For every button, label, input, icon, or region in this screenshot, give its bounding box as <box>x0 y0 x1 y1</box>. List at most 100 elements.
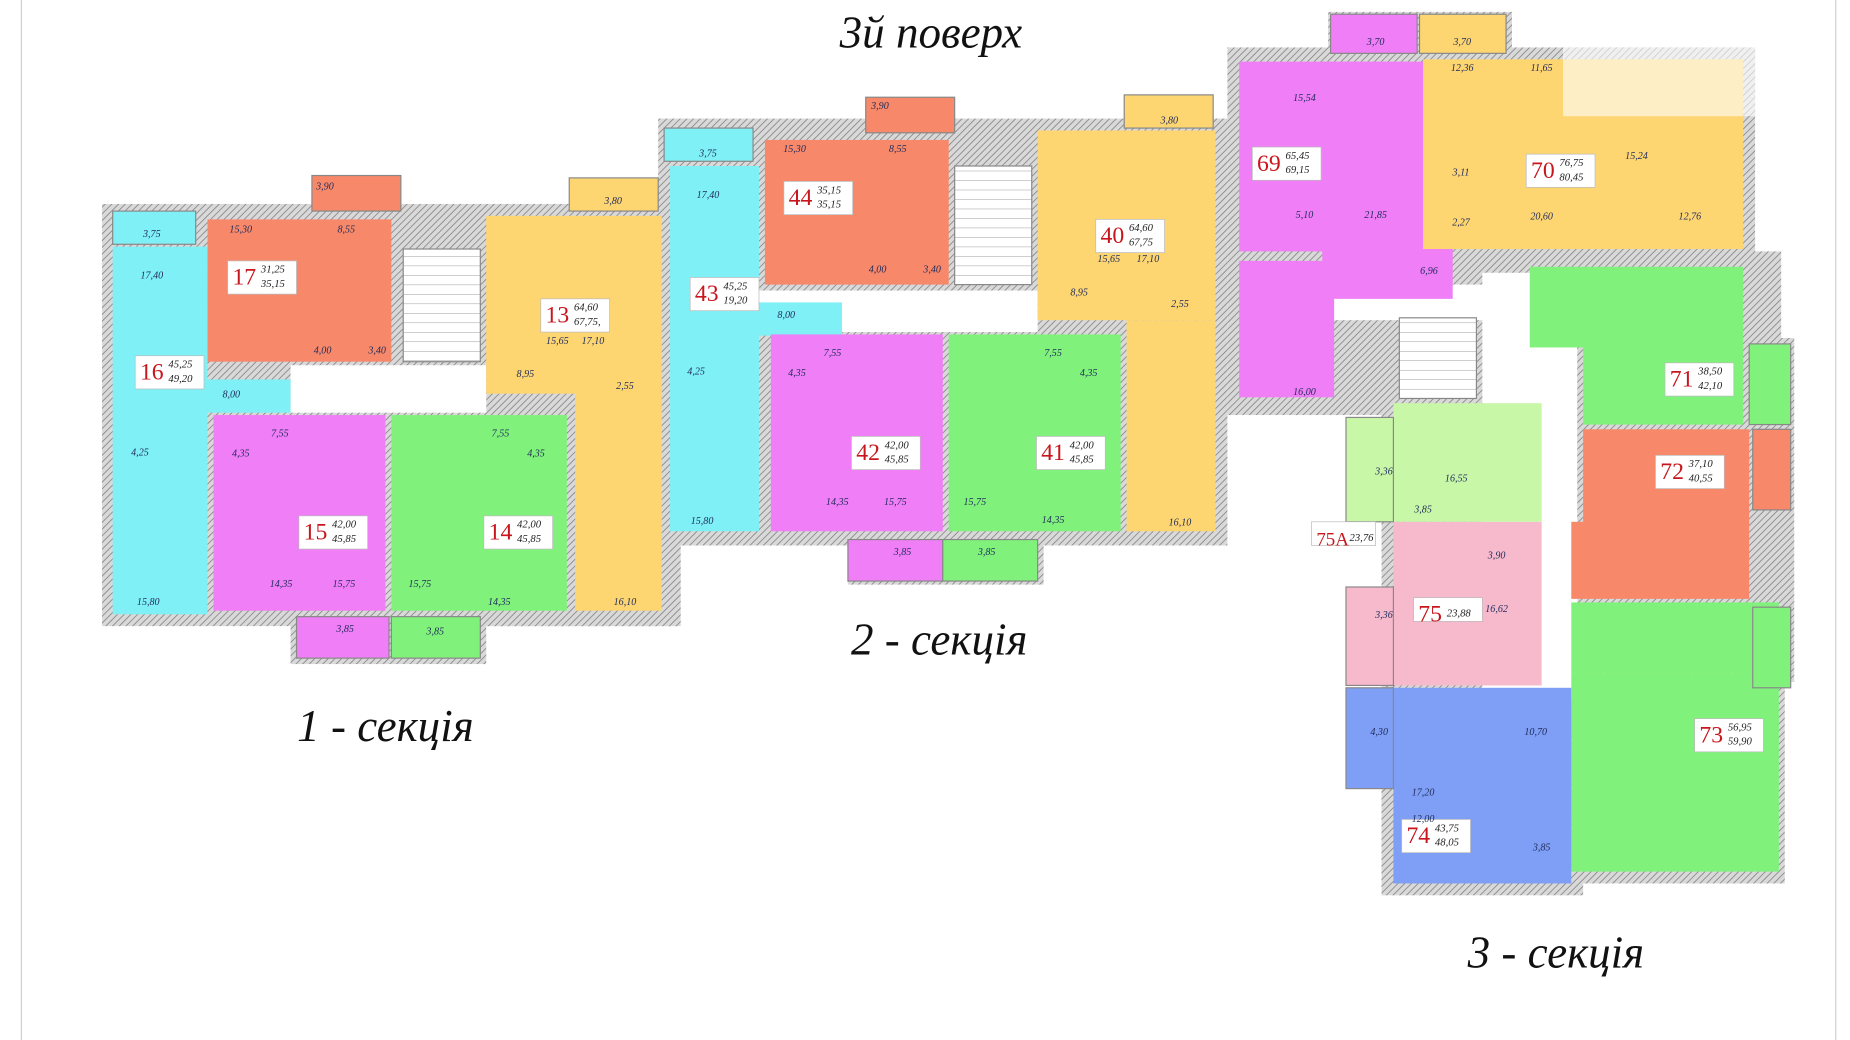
room-area: 15,75 <box>963 497 986 508</box>
apartment-total-area: 67,75 <box>1129 236 1154 248</box>
room-area: 3,75 <box>698 149 717 160</box>
apartment-15[interactable] <box>213 415 390 659</box>
apartment-14[interactable] <box>390 415 567 659</box>
apartment-total-area: 42,10 <box>1698 380 1723 392</box>
apartment-75A[interactable] <box>1345 403 1542 523</box>
room-area: 16,10 <box>614 597 637 608</box>
apartment-living-area: 45,25 <box>168 359 193 371</box>
apartment-16[interactable] <box>112 210 291 615</box>
room-area: 3,11 <box>1452 168 1470 179</box>
apartment-number: 75A <box>1316 529 1349 550</box>
apartment-total-area: 67,75, <box>574 316 601 328</box>
balcony <box>1345 687 1395 790</box>
room-area: 5,10 <box>1296 210 1314 221</box>
apartment-area <box>1571 521 1750 599</box>
apartment-total-area: 45,85 <box>517 533 542 545</box>
apartment-living-area: 64,60 <box>574 302 599 314</box>
apartment-40[interactable] <box>1037 94 1216 532</box>
room-area: 2,27 <box>1452 217 1471 228</box>
apartment-living-area: 56,95 <box>1728 721 1753 733</box>
room-area: 3,36 <box>1374 610 1393 621</box>
balcony <box>942 538 1039 582</box>
apartment-area <box>1393 687 1572 884</box>
room-area: 7,55 <box>1044 348 1062 359</box>
apartment-label-box <box>1655 455 1725 489</box>
apartment-42[interactable] <box>770 334 944 582</box>
apartment-number: 73 <box>1699 722 1723 748</box>
apartment-71[interactable] <box>1529 266 1792 426</box>
apartment-73[interactable] <box>1571 602 1792 872</box>
balcony <box>865 96 956 134</box>
apartment-area <box>213 415 386 611</box>
balcony <box>1329 13 1418 54</box>
room-area: 3,40 <box>367 345 386 356</box>
apartment-area <box>391 415 567 611</box>
apartment-number: 41 <box>1041 440 1065 466</box>
balcony <box>663 127 754 162</box>
apartment-living-area: 76,75 <box>1559 157 1584 169</box>
room-area: 16,10 <box>1169 517 1192 528</box>
balcony <box>1123 94 1214 129</box>
room-area: 4,35 <box>232 449 250 460</box>
apartment-label-box <box>298 515 369 550</box>
watermark-logo <box>1562 47 1756 117</box>
room-area: 8,55 <box>337 224 355 235</box>
apartment-number: 72 <box>1660 459 1684 485</box>
apartment-living-area: 42,00 <box>1070 439 1095 451</box>
room-area: 15,65 <box>546 336 569 347</box>
apartment-41[interactable] <box>942 334 1121 582</box>
room-area: 16,55 <box>1445 473 1468 484</box>
room-area: 2,55 <box>1171 299 1189 310</box>
room-area: 15,24 <box>1625 151 1648 162</box>
room-area: 10,70 <box>1524 727 1547 738</box>
room-area: 3,85 <box>335 624 354 635</box>
apartment-total-area: 45,85 <box>885 453 910 465</box>
apartment-living-area: 35,15 <box>816 184 842 196</box>
apartment-44[interactable] <box>764 96 956 285</box>
room-area: 15,80 <box>137 597 160 608</box>
room-area: 12,76 <box>1679 211 1702 222</box>
apartment-label-box <box>1525 153 1596 188</box>
room-area: 3,85 <box>977 547 996 558</box>
balcony <box>1752 428 1792 511</box>
apartment-living-area: 37,10 <box>1688 458 1714 470</box>
apartment-number: 42 <box>856 440 880 466</box>
apartment-label-box <box>134 355 205 390</box>
apartment-total-area: 69,15 <box>1286 164 1311 176</box>
stairwell <box>954 165 1033 286</box>
apartment-label-box <box>483 515 553 550</box>
apartment-74[interactable] <box>1345 687 1572 884</box>
apartment-living-area: 38,50 <box>1697 366 1723 378</box>
balcony <box>390 616 481 659</box>
balcony <box>1418 13 1507 54</box>
apartment-total-area: 35,15 <box>260 278 286 290</box>
apartment-living-area: 42,00 <box>885 439 910 451</box>
apartment-number: 74 <box>1406 823 1430 849</box>
apartments <box>112 13 1792 884</box>
room-area: 4,35 <box>788 368 806 379</box>
apartment-total-area: 45,85 <box>1070 453 1095 465</box>
room-area: 14,35 <box>488 597 511 608</box>
apartment-living-area: 43,75 <box>1435 822 1460 834</box>
balcony <box>295 616 390 659</box>
room-area: 16,00 <box>1293 387 1316 398</box>
balcony <box>311 174 402 212</box>
stairwells <box>402 165 1478 400</box>
section-1-label: 1 - секція <box>297 701 474 751</box>
apartment-total-area: 49,20 <box>168 373 193 385</box>
stairwell <box>402 248 481 363</box>
room-area: 3,70 <box>1366 37 1385 48</box>
room-area: 15,30 <box>229 224 252 235</box>
apartment-total-area: 59,90 <box>1728 736 1753 748</box>
room-area: 4,00 <box>869 265 887 276</box>
room-area: 3,80 <box>603 196 622 207</box>
apartment-43[interactable] <box>663 127 842 532</box>
